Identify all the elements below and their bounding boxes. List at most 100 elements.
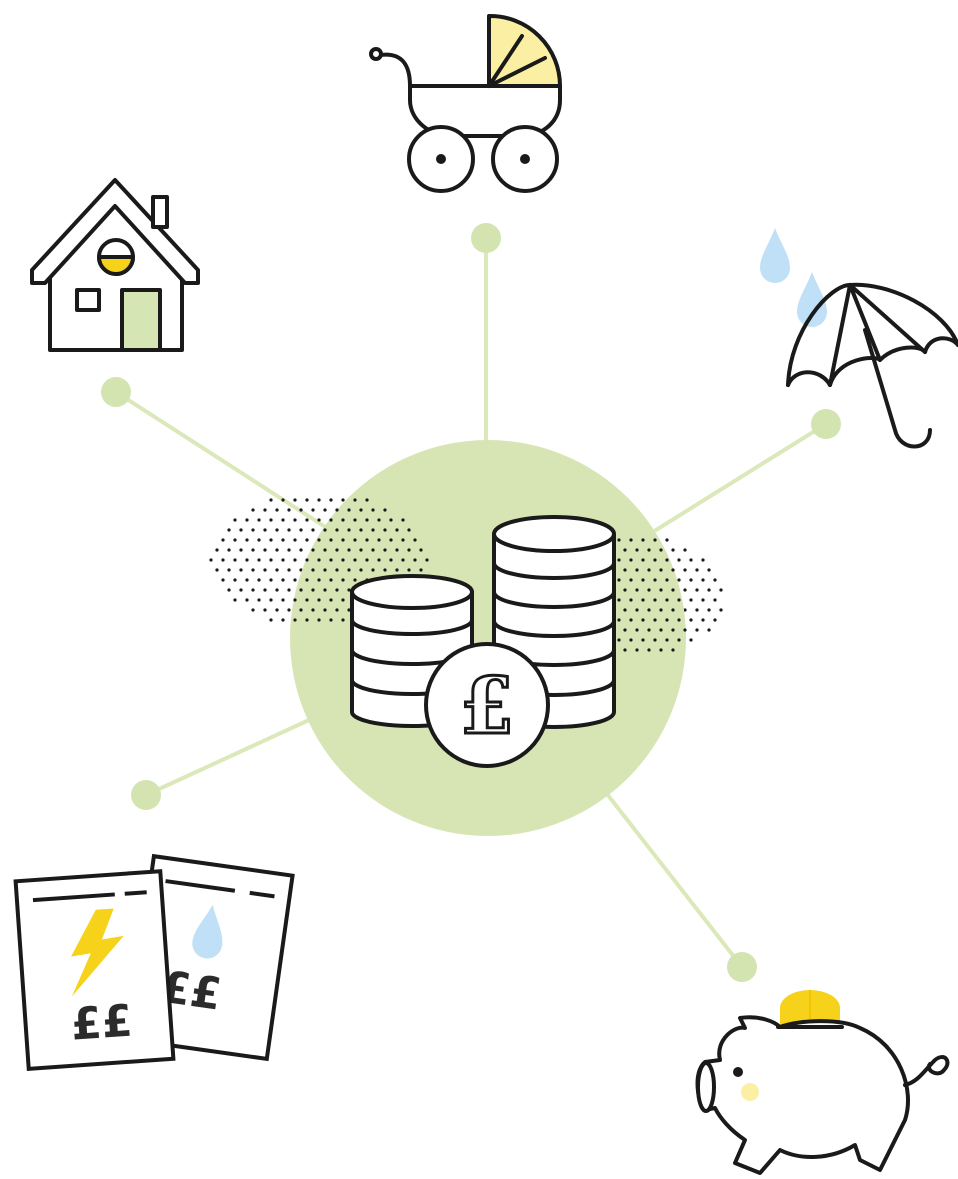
halftone-dot: [719, 608, 723, 612]
halftone-dot: [677, 618, 681, 622]
halftone-dot: [695, 628, 699, 632]
halftone-dot: [701, 578, 705, 582]
halftone-dot: [275, 568, 279, 572]
halftone-dot: [671, 548, 675, 552]
halftone-dot: [317, 618, 321, 622]
halftone-dot: [389, 558, 393, 562]
halftone-dot: [707, 568, 711, 572]
halftone-dot: [317, 498, 321, 502]
halftone-dot: [647, 648, 651, 652]
halftone-dot: [659, 548, 663, 552]
halftone-dot: [617, 618, 621, 622]
halftone-dot: [329, 578, 333, 582]
halftone-dot: [275, 528, 279, 532]
halftone-dot: [383, 508, 387, 512]
halftone-dot: [623, 588, 627, 592]
halftone-dot: [671, 568, 675, 572]
halftone-dot: [305, 558, 309, 562]
halftone-dot: [389, 518, 393, 522]
halftone-dot: [233, 518, 237, 522]
halftone-dot: [299, 588, 303, 592]
halftone-dot: [641, 578, 645, 582]
halftone-dot: [335, 608, 339, 612]
halftone-dot: [359, 548, 363, 552]
halftone-dot: [629, 598, 633, 602]
halftone-dot: [287, 528, 291, 532]
halftone-dot: [647, 548, 651, 552]
halftone-dot: [665, 618, 669, 622]
halftone-dot: [341, 498, 345, 502]
halftone-dot: [299, 548, 303, 552]
halftone-dot: [269, 538, 273, 542]
halftone-dot: [269, 518, 273, 522]
halftone-dot: [689, 598, 693, 602]
halftone-dot: [701, 558, 705, 562]
halftone-dot: [329, 558, 333, 562]
halftone-dot: [281, 538, 285, 542]
halftone-dot: [305, 518, 309, 522]
halftone-dot: [365, 498, 369, 502]
halftone-dot: [383, 548, 387, 552]
halftone-dot: [281, 598, 285, 602]
halftone-dot: [641, 558, 645, 562]
water-drop-icon: [192, 904, 223, 959]
halftone-dot: [629, 638, 633, 642]
halftone-dot: [419, 568, 423, 572]
halftone-dot: [275, 548, 279, 552]
halftone-dot: [227, 568, 231, 572]
halftone-dot: [287, 588, 291, 592]
halftone-dot: [323, 528, 327, 532]
halftone-dot: [377, 558, 381, 562]
halftone-dot: [245, 518, 249, 522]
halftone-dot: [629, 618, 633, 622]
halftone-dot: [701, 598, 705, 602]
halftone-dot: [335, 528, 339, 532]
halftone-dot: [365, 558, 369, 562]
halftone-dot: [617, 538, 621, 542]
halftone-dot: [281, 498, 285, 502]
halftone-dot: [671, 608, 675, 612]
halftone-dot: [257, 598, 261, 602]
halftone-dot: [275, 588, 279, 592]
halftone-dot: [251, 568, 255, 572]
coin-stack-pound-icon: [350, 515, 616, 768]
halftone-dot: [341, 518, 345, 522]
halftone-dot: [683, 608, 687, 612]
halftone-dot: [635, 608, 639, 612]
halftone-dot: [677, 558, 681, 562]
halftone-dot: [695, 588, 699, 592]
halftone-dot: [377, 538, 381, 542]
raindrop-icon: [797, 272, 827, 327]
halftone-dot: [287, 568, 291, 572]
halftone-dot: [665, 638, 669, 642]
pound-coin: [424, 642, 550, 768]
halftone-dot: [347, 608, 351, 612]
halftone-dot: [221, 558, 225, 562]
halftone-dot: [269, 498, 273, 502]
node-dot-house: [101, 377, 131, 407]
halftone-dot: [263, 508, 267, 512]
halftone-dot: [263, 608, 267, 612]
pram-icon: [369, 13, 562, 193]
halftone-dot: [677, 598, 681, 602]
halftone-dot: [371, 508, 375, 512]
electric-bill: ££: [13, 869, 176, 1071]
halftone-dot: [311, 548, 315, 552]
halftone-dot: [329, 498, 333, 502]
halftone-dot: [635, 568, 639, 572]
halftone-dot: [329, 598, 333, 602]
halftone-dot: [269, 618, 273, 622]
halftone-dot: [425, 558, 429, 562]
halftone-dot: [245, 538, 249, 542]
halftone-dot: [713, 598, 717, 602]
halftone-dot: [257, 518, 261, 522]
halftone-dot: [263, 548, 267, 552]
halftone-dot: [251, 548, 255, 552]
halftone-dot: [689, 578, 693, 582]
halftone-dot: [227, 548, 231, 552]
halftone-dot: [659, 608, 663, 612]
halftone-dot: [233, 598, 237, 602]
pig-eye: [733, 1067, 743, 1077]
halftone-dot: [359, 568, 363, 572]
halftone-dot: [623, 548, 627, 552]
